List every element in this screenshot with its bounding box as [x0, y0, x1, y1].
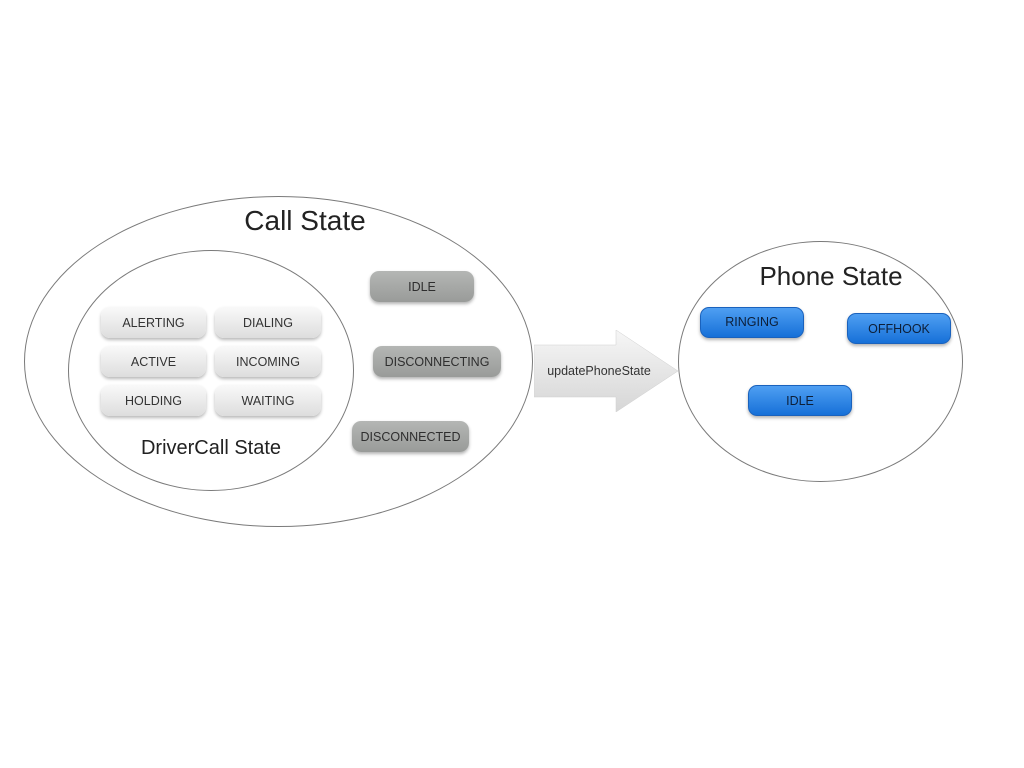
phone-state-idle: IDLE	[748, 385, 852, 416]
call-state-title: Call State	[244, 205, 366, 236]
driver-state-waiting: WAITING	[215, 385, 321, 416]
call-state-ellipse	[24, 196, 533, 527]
driver-state-dialing: DIALING	[215, 307, 321, 338]
driver-call-state-title: DriverCall State	[140, 437, 282, 459]
driver-state-holding: HOLDING	[101, 385, 206, 416]
call-state-idle: IDLE	[370, 271, 474, 302]
transition-label: updatePhoneState	[547, 364, 651, 378]
transition-arrow	[534, 330, 678, 412]
driver-state-incoming: INCOMING	[215, 346, 321, 377]
phone-state-ringing: RINGING	[700, 307, 804, 338]
driver-call-state-ellipse	[68, 250, 354, 491]
driver-state-alerting: ALERTING	[101, 307, 206, 338]
phone-state-ellipse	[678, 241, 963, 482]
phone-state-title: Phone State	[759, 261, 903, 291]
call-state-disconnected: DISCONNECTED	[352, 421, 469, 452]
call-state-disconnecting: DISCONNECTING	[373, 346, 501, 377]
driver-state-active: ACTIVE	[101, 346, 206, 377]
phone-state-offhook: OFFHOOK	[847, 313, 951, 344]
